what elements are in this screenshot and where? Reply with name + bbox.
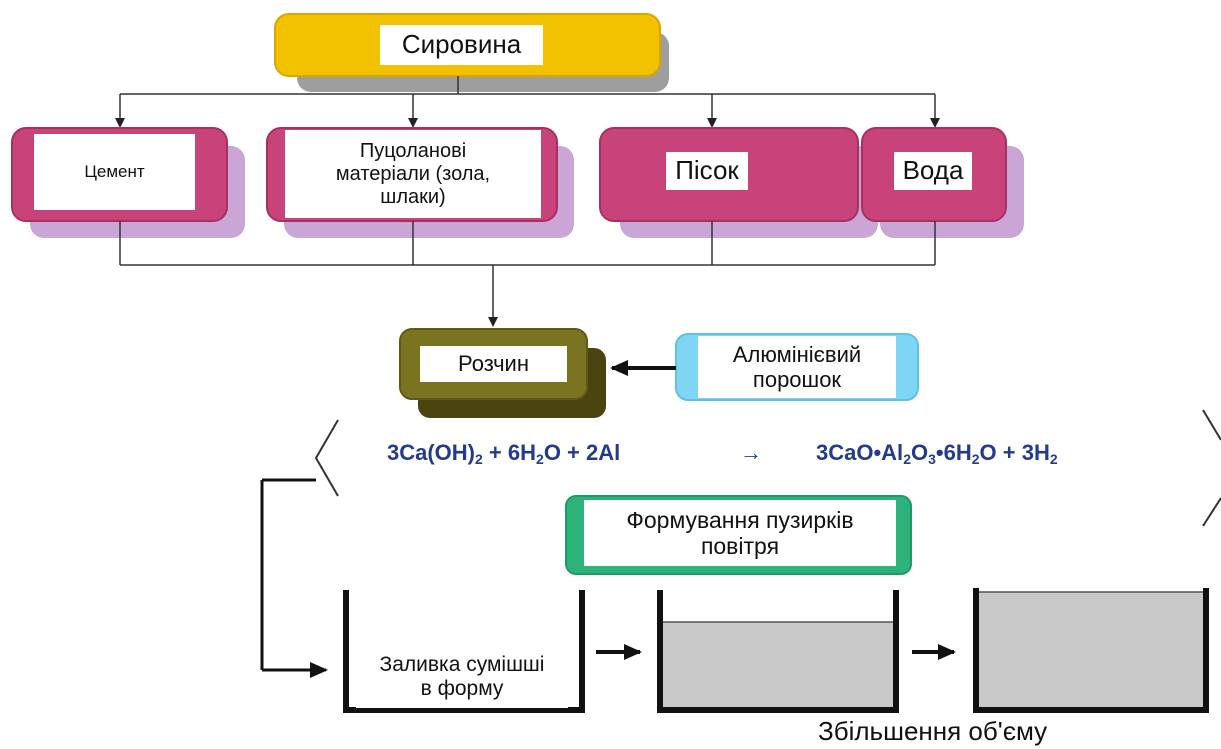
reaction-left-brace (314, 419, 339, 497)
mold-expanded (973, 588, 1209, 713)
mold-rising (657, 590, 899, 713)
reaction-right-brace (1202, 409, 1221, 527)
reaction-arrow: → (740, 440, 762, 465)
component-label-pozzolan: Пуцоланові матеріали (зола, шлаки) (285, 130, 541, 218)
bubbles-label: Формування пузирків повітря (584, 500, 896, 566)
reaction-equation-left: 3Ca(OH)2 + 6H2O + 2Al (387, 440, 621, 467)
pour-label: Заливка сумішші в форму (356, 646, 568, 708)
components-to-mortar-connectors (119, 221, 936, 327)
component-label-water: Вода (894, 152, 972, 190)
expansion-caption: Збільшення об'єму (818, 716, 1048, 746)
raw-to-components-connectors (115, 76, 940, 128)
brace-to-mold-connector (260, 478, 328, 678)
aluminum-powder-label: Алюмінієвий порошок (698, 336, 896, 398)
raw-materials-label: Сировина (380, 25, 543, 65)
mortar-label: Розчин (420, 346, 567, 382)
component-label-cement: Цемент (34, 134, 195, 210)
mold-pour (343, 590, 585, 713)
component-label-sand: Пісок (666, 152, 748, 190)
reaction-equation-right: 3CaO•Al2O3•6H2O + 3H2 (816, 440, 1058, 467)
